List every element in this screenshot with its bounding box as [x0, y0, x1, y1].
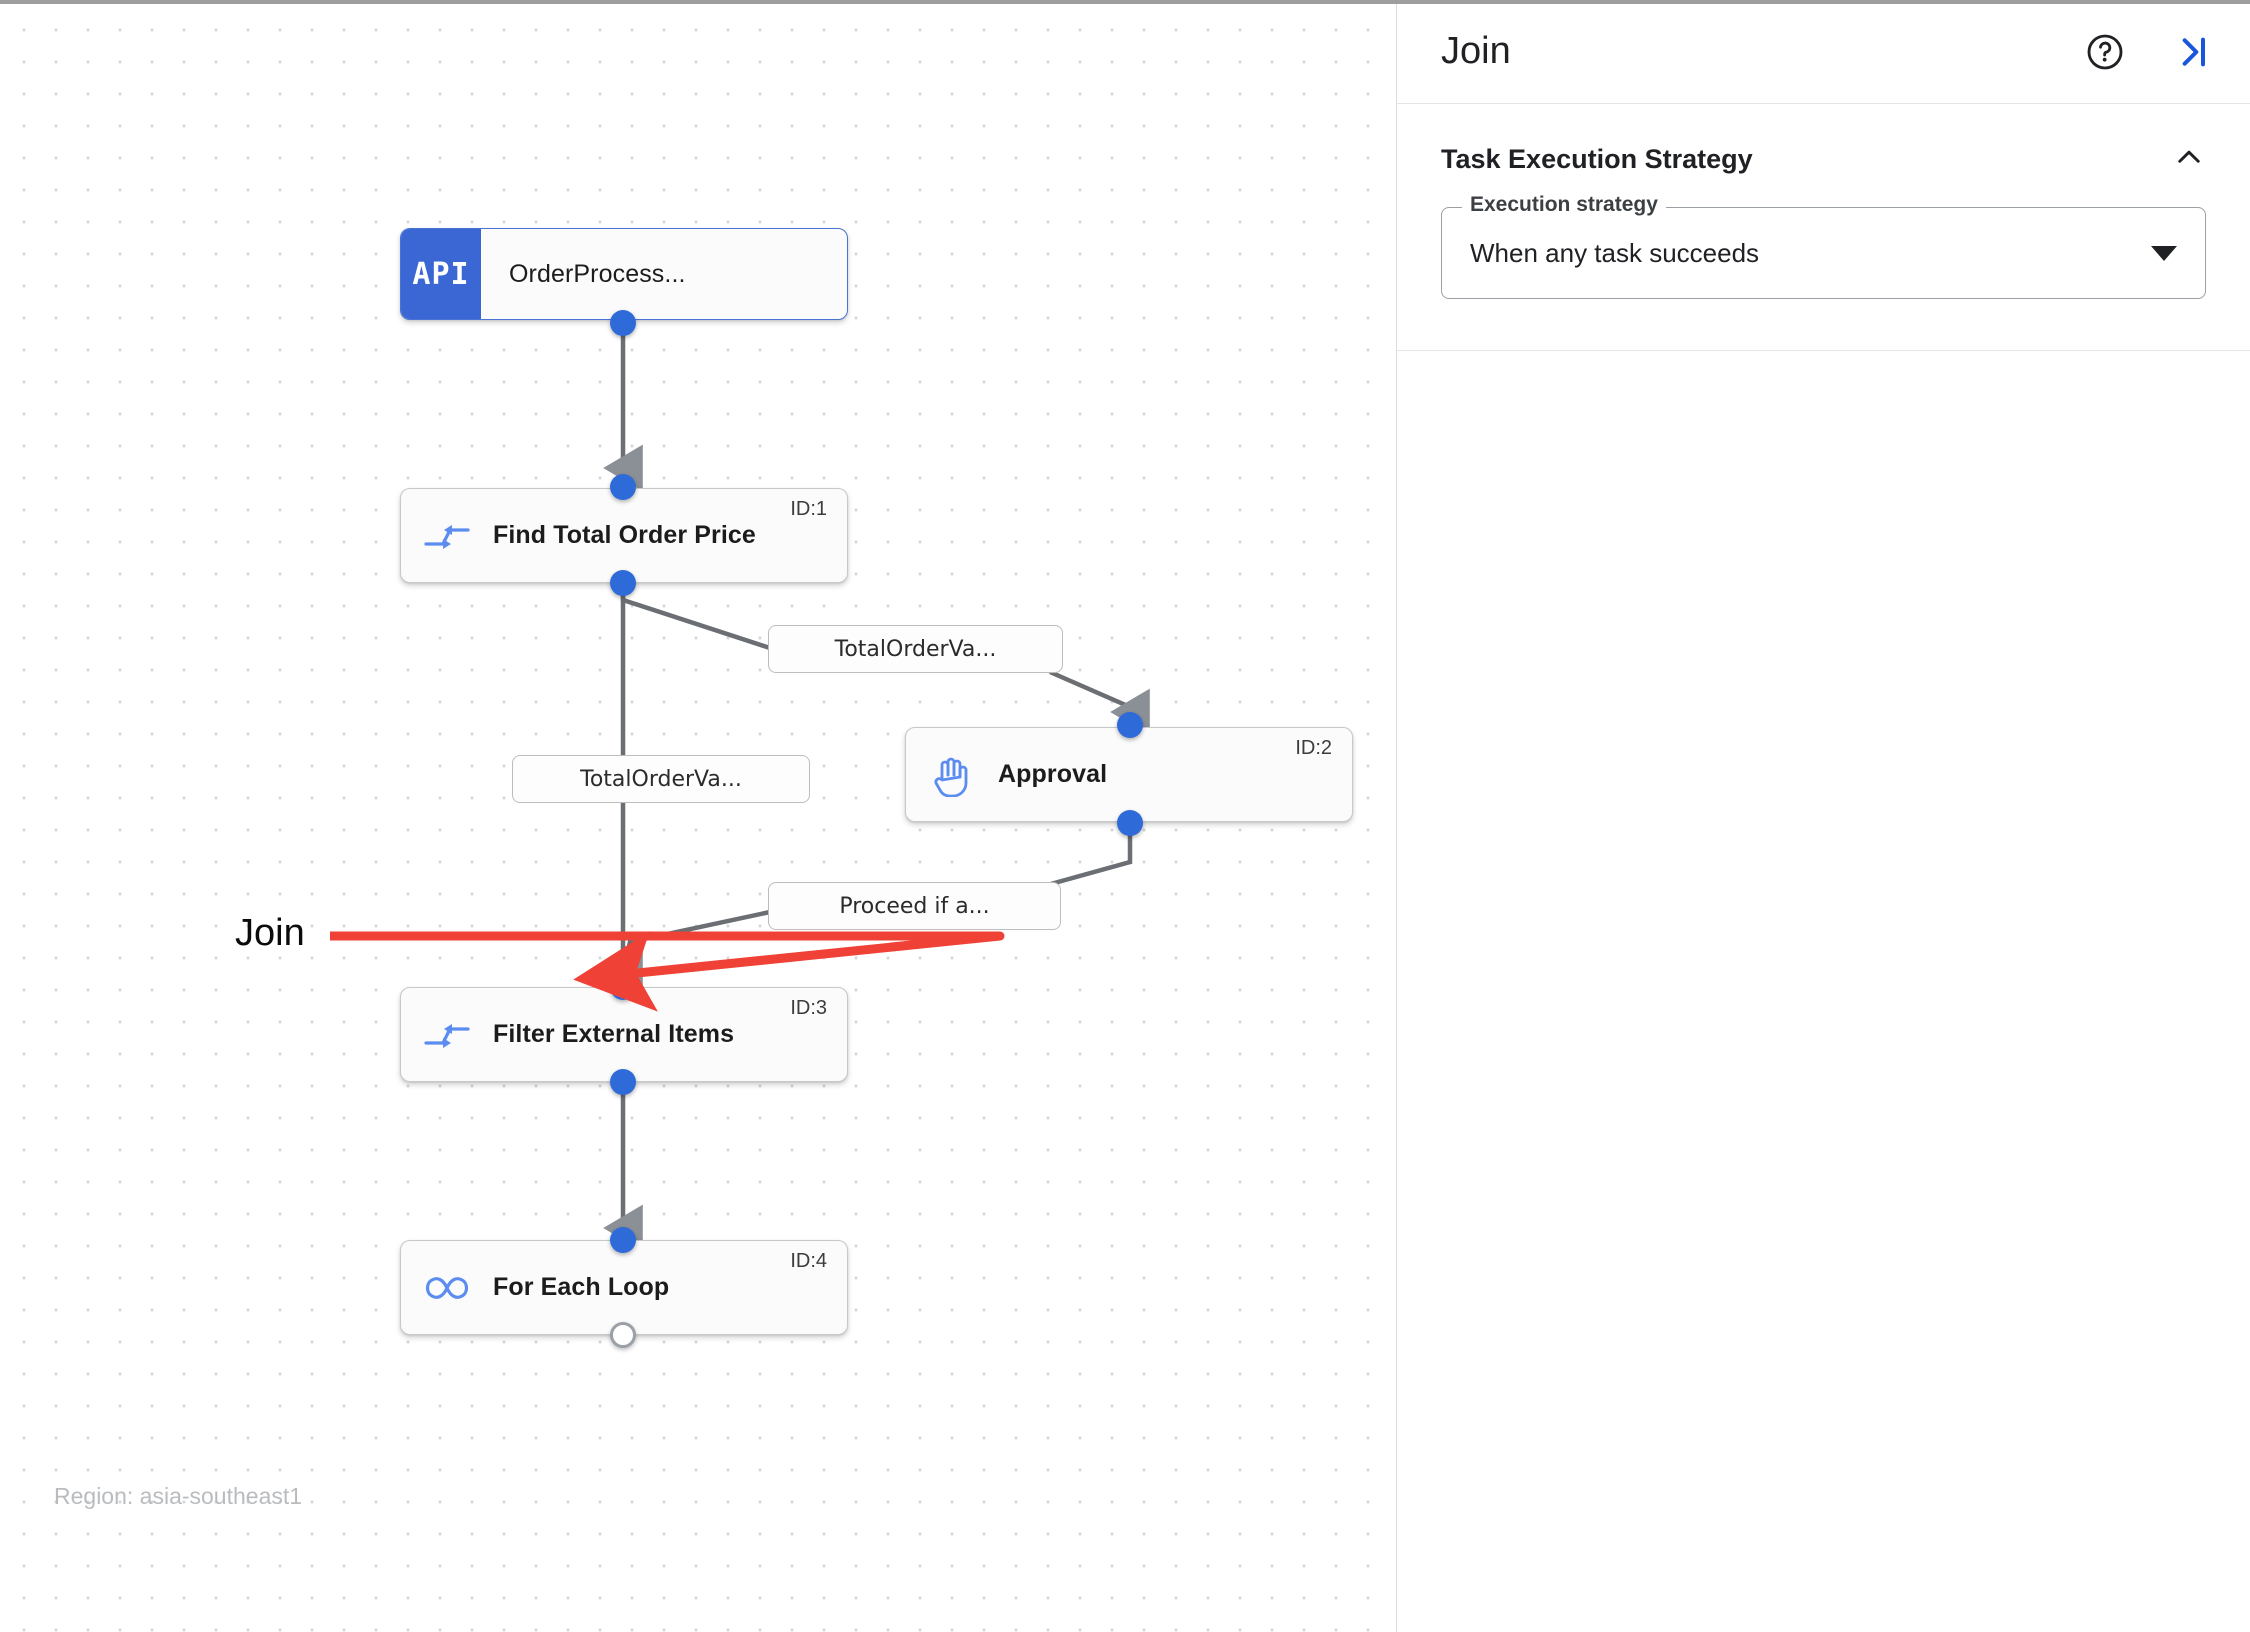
node-filter-external-items[interactable]: Filter External Items ID:3 — [400, 987, 848, 1082]
chevron-up-icon[interactable] — [2172, 140, 2206, 179]
node-title: Find Total Order Price — [493, 521, 756, 549]
help-circle-icon[interactable] — [2082, 29, 2128, 75]
merge-arrows-icon — [401, 521, 493, 551]
node-id-label: ID:3 — [790, 997, 827, 1019]
port-task1-out[interactable] — [610, 570, 636, 596]
node-title: OrderProcess... — [509, 259, 686, 288]
edge-label-total-order-value-1[interactable]: TotalOrderVa... — [768, 625, 1063, 673]
execution-strategy-value: When any task succeeds — [1470, 237, 1760, 268]
edge-label-proceed-if-approved[interactable]: Proceed if a... — [768, 882, 1061, 930]
port-task3-in[interactable] — [610, 974, 636, 1000]
node-title: For Each Loop — [493, 1273, 670, 1301]
panel-header-actions — [2082, 29, 2216, 75]
node-id-label: ID:4 — [790, 1250, 827, 1272]
caret-down-icon[interactable] — [2151, 245, 2177, 261]
node-id-label: ID:1 — [790, 498, 827, 520]
panel-section-divider — [1397, 350, 2250, 351]
node-id-label: ID:2 — [1295, 737, 1332, 759]
node-order-process-api[interactable]: API OrderProcess... — [400, 228, 848, 320]
port-task4-out[interactable] — [610, 1322, 636, 1348]
port-task4-in[interactable] — [610, 1227, 636, 1253]
section-title: Task Execution Strategy — [1441, 144, 1753, 174]
workflow-canvas[interactable]: Join API OrderProcess... Find To — [0, 0, 1396, 1632]
properties-panel: Join Task Execu — [1396, 0, 2250, 1632]
infinity-icon — [401, 1274, 493, 1302]
panel-title: Join — [1441, 30, 1511, 72]
window-top-hairline — [0, 0, 2250, 4]
node-approval[interactable]: Approval ID:2 — [905, 727, 1353, 822]
port-api-out[interactable] — [610, 310, 636, 336]
port-task3-out[interactable] — [610, 1069, 636, 1095]
task-execution-strategy-section: Task Execution Strategy Execution strate… — [1397, 104, 2250, 299]
node-for-each-loop[interactable]: For Each Loop ID:4 — [400, 1240, 848, 1335]
node-title: Approval — [998, 760, 1108, 788]
execution-strategy-select[interactable]: Execution strategy When any task succeed… — [1441, 193, 2206, 299]
join-annotation-label: Join — [235, 912, 305, 954]
hand-raised-icon — [906, 753, 998, 797]
edge-label-total-order-value-2[interactable]: TotalOrderVa... — [512, 755, 810, 803]
region-label: Region: asia-southeast1 — [54, 1483, 303, 1509]
node-title: Filter External Items — [493, 1020, 735, 1048]
node-find-total-order-price[interactable]: Find Total Order Price ID:1 — [400, 488, 848, 583]
panel-header: Join — [1397, 0, 2250, 104]
execution-strategy-label: Execution strategy — [1462, 193, 1666, 217]
merge-arrows-icon — [401, 1020, 493, 1050]
port-task2-in[interactable] — [1117, 712, 1143, 738]
port-task1-in[interactable] — [610, 474, 636, 500]
port-task2-out[interactable] — [1117, 810, 1143, 836]
api-badge-icon: API — [401, 229, 481, 319]
section-header[interactable]: Task Execution Strategy — [1441, 140, 2206, 207]
collapse-panel-right-icon[interactable] — [2170, 29, 2216, 75]
